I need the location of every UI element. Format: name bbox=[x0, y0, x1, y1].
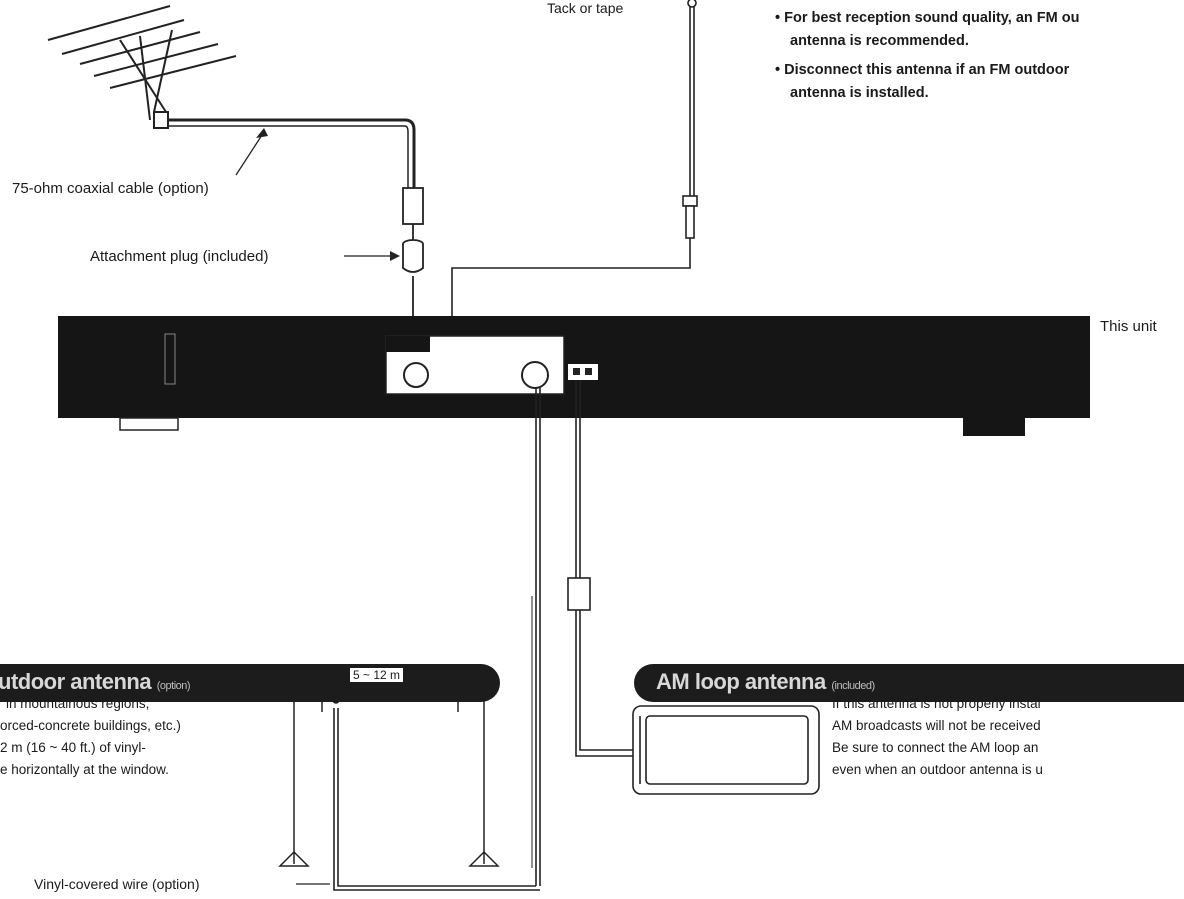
fm-note-line-4: antenna is installed. bbox=[790, 85, 929, 101]
outdoor-antenna-title-sub: (option) bbox=[156, 680, 191, 692]
outdoor-text-line-4: e horizontally at the window. bbox=[0, 762, 169, 777]
coaxial-cable-label: 75-ohm coaxial cable (option) bbox=[12, 180, 209, 197]
this-unit-label: This unit bbox=[1100, 318, 1157, 335]
am-text-line-4: even when an outdoor antenna is u bbox=[832, 762, 1043, 777]
am-loop-title: AM loop antenna bbox=[656, 669, 826, 694]
outdoor-antenna-banner: utdoor antenna (option) bbox=[0, 664, 500, 702]
fm-indoor-antenna bbox=[430, 0, 698, 371]
unit-rear-panel bbox=[58, 316, 1090, 436]
am-text-line-3: Be sure to connect the AM loop an bbox=[832, 740, 1039, 755]
fm-note-line-3: • Disconnect this antenna if an FM outdo… bbox=[775, 62, 1070, 78]
am-loop-title-sub: (included) bbox=[831, 680, 875, 692]
outdoor-text-line-1: in mountainous regions, bbox=[6, 696, 150, 711]
coaxial-callout bbox=[235, 131, 265, 176]
fm-note-line-2: antenna is recommended. bbox=[790, 33, 969, 49]
am-loop-antenna bbox=[567, 380, 820, 795]
outdoor-antenna-title: utdoor antenna bbox=[0, 669, 152, 694]
outdoor-antenna-poles bbox=[278, 696, 500, 867]
outdoor-wire-lead bbox=[333, 388, 541, 891]
vinyl-wire-label: Vinyl-covered wire (option) bbox=[34, 876, 200, 892]
fm-connector-plug bbox=[402, 187, 424, 330]
outdoor-text-line-2: orced-concrete buildings, etc.) bbox=[0, 718, 181, 733]
am-text-line-2: AM broadcasts will not be received bbox=[832, 718, 1041, 733]
fm-note-line-1: • For best reception sound quality, an F… bbox=[775, 10, 1080, 26]
attachment-plug-label: Attachment plug (included) bbox=[90, 248, 269, 265]
span-dimension-label: 5 ~ 12 m bbox=[350, 668, 404, 683]
tack-or-tape-label: Tack or tape bbox=[547, 0, 624, 16]
outdoor-text-line-3: 2 m (16 ~ 40 ft.) of vinyl- bbox=[0, 740, 146, 755]
am-loop-banner: AM loop antenna (included) bbox=[634, 664, 1184, 702]
fm-outdoor-antenna bbox=[47, 5, 416, 188]
am-text-line-1: If this antenna is not properly instal bbox=[832, 696, 1041, 711]
